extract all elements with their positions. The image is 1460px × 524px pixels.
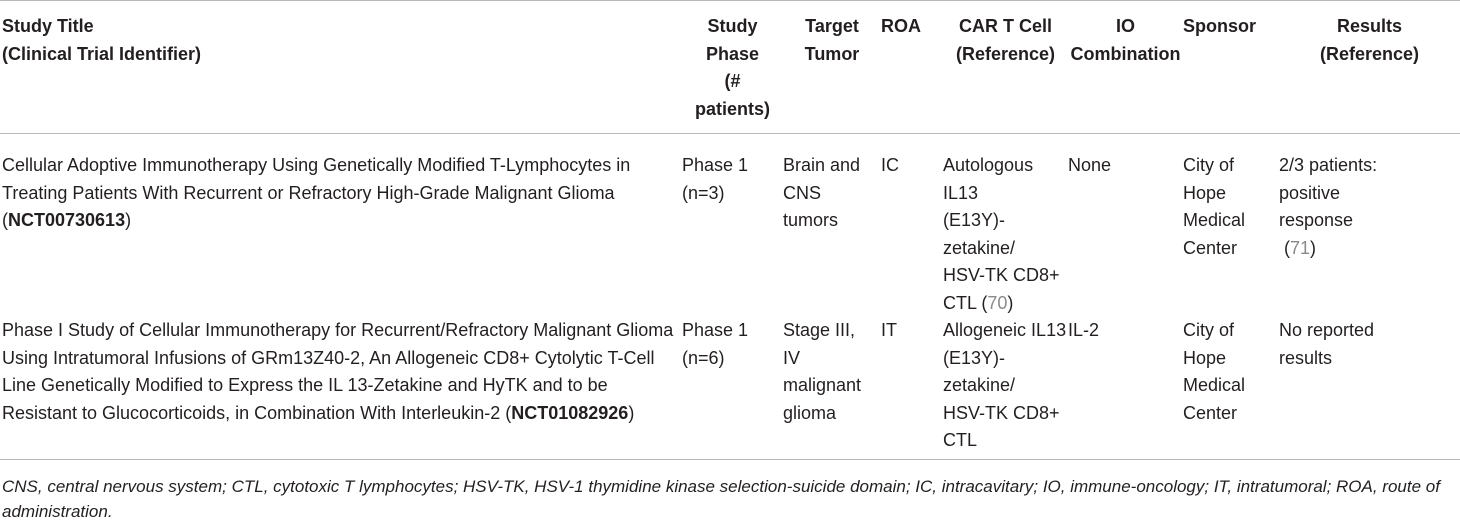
paren-open: ( [1284,237,1291,258]
study-title-cell: Phase I Study of Cellular Immunotherapy … [0,317,682,459]
header-text: IO [1115,16,1135,36]
paren-close: ) [125,210,132,230]
roa-cell: IC [881,134,943,318]
cell-text: (71) [1279,235,1460,263]
cell-text: Hope [1183,182,1227,203]
car-t-cell-cell: Autologous IL13 (E13Y)-zetakine/ HSV-TK … [943,134,1068,318]
cell-text: IV [783,347,801,368]
cell-text: Phase 1 [682,320,749,340]
header-results: Results (Reference) [1279,1,1460,134]
header-text: Combination [1070,43,1181,64]
cell-text: Center [1183,402,1238,423]
sponsor-cell: City of Hope Medical Center [1183,134,1279,318]
cell-text: IL-2 [1068,320,1100,340]
trial-identifier: NCT01082926 [511,402,629,423]
target-tumor-cell: Brain and CNS tumors [783,134,881,318]
reference-link[interactable]: 71 [1290,237,1311,258]
header-text: patients) [694,98,770,119]
cell-text: IC [881,155,899,175]
paren-close: ) [1310,237,1317,258]
header-text: Study [707,16,758,36]
results-cell: No reported results [1279,317,1460,459]
cell-text: Stage III, [783,320,856,340]
cell-text: City of [1183,320,1235,340]
sponsor-cell: City of Hope Medical Center [1183,317,1279,459]
header-text: (Reference) [955,43,1056,64]
cell-text: Center [1183,237,1238,258]
trial-identifier: NCT00730613 [8,210,126,230]
cell-text: 2/3 patients: [1279,155,1378,175]
header-text: Sponsor [1183,16,1257,36]
cell-text: CTL ( [943,292,988,313]
cell-text: (n=6) [682,347,725,368]
cell-text: City of [1183,155,1235,175]
header-text: (Reference) [1319,43,1420,64]
study-phase-cell: Phase 1 (n=3) [682,134,783,318]
table-row: Cellular Adoptive Immunotherapy Using Ge… [0,134,1460,318]
header-io-combination: IO Combination [1068,1,1183,134]
reference-link[interactable]: 70 [987,292,1008,313]
header-study-title: Study Title (Clinical Trial Identifier) [0,1,682,134]
cell-text: IT [881,320,897,340]
study-title-cell: Cellular Adoptive Immunotherapy Using Ge… [0,134,682,318]
io-combination-cell: None [1068,134,1183,318]
cell-text: tumors [783,210,839,230]
header-study-phase: Study Phase (# patients) [682,1,783,134]
header-car-t-cell: CAR T Cell (Reference) [943,1,1068,134]
header-text: ROA [881,16,921,36]
cell-text: malignant [783,375,862,395]
table-footnote: CNS, central nervous system; CTL, cytoto… [2,476,1440,521]
cell-text: results [1279,347,1333,368]
car-t-cell-cell: Allogeneic IL13 (E13Y)- zetakine/ HSV-TK… [943,317,1068,459]
cell-text: (E13Y)- zetakine/ [943,347,1016,396]
cell-text: Brain and [783,155,861,175]
cell-text: No reported [1279,320,1375,340]
cell-text: Allogeneic IL13 [943,320,1067,340]
cell-text: Medical [1183,210,1246,230]
study-title-text: Cellular Adoptive Immunotherapy Using Ge… [2,155,631,230]
study-phase-cell: Phase 1 (n=6) [682,317,783,459]
cell-text: HSV-TK CD8+ [943,402,1060,423]
cell-text: None [1068,155,1112,175]
cell-text: Phase 1 [682,155,749,175]
header-text: Study Title [2,16,94,36]
paren-close: ) [628,402,635,423]
cell-text: CNS [783,182,822,203]
cell-text: Autologous IL13 [943,155,1034,203]
header-text: Results [1336,16,1403,36]
roa-cell: IT [881,317,943,459]
cell-text: (n=3) [682,182,725,203]
header-text: (Clinical Trial Identifier) [2,43,202,64]
results-cell: 2/3 patients: positive response (71) [1279,134,1460,318]
cell-text: glioma [783,402,837,423]
io-combination-cell: IL-2 [1068,317,1183,459]
cell-text: Medical [1183,375,1246,395]
header-text: Target [805,16,859,36]
header-sponsor: Sponsor [1183,1,1279,134]
header-row: Study Title (Clinical Trial Identifier) … [0,0,1460,134]
paren-close: ) [1007,292,1014,313]
cell-text: Hope [1183,347,1227,368]
cell-text: response [1279,210,1354,230]
header-roa: ROA [881,1,943,134]
target-tumor-cell: Stage III, IV malignant glioma [783,317,881,459]
cell-text: CTL (70) [943,290,1068,318]
cell-text: (E13Y)-zetakine/ [943,210,1016,258]
clinical-trials-table: Study Title (Clinical Trial Identifier) … [0,0,1460,459]
header-target-tumor: Target Tumor [783,1,881,134]
cell-text: HSV-TK CD8+ [943,265,1060,285]
table-row: Phase I Study of Cellular Immunotherapy … [0,317,1460,459]
cell-text: CTL [943,430,978,450]
header-text: Tumor [804,43,860,64]
header-text: Phase [705,43,760,64]
header-text: CAR T Cell [958,16,1052,36]
study-title-text: Phase I Study of Cellular Immunotherapy … [2,320,674,423]
header-text: (# [724,71,741,91]
cell-text: positive [1279,182,1341,203]
